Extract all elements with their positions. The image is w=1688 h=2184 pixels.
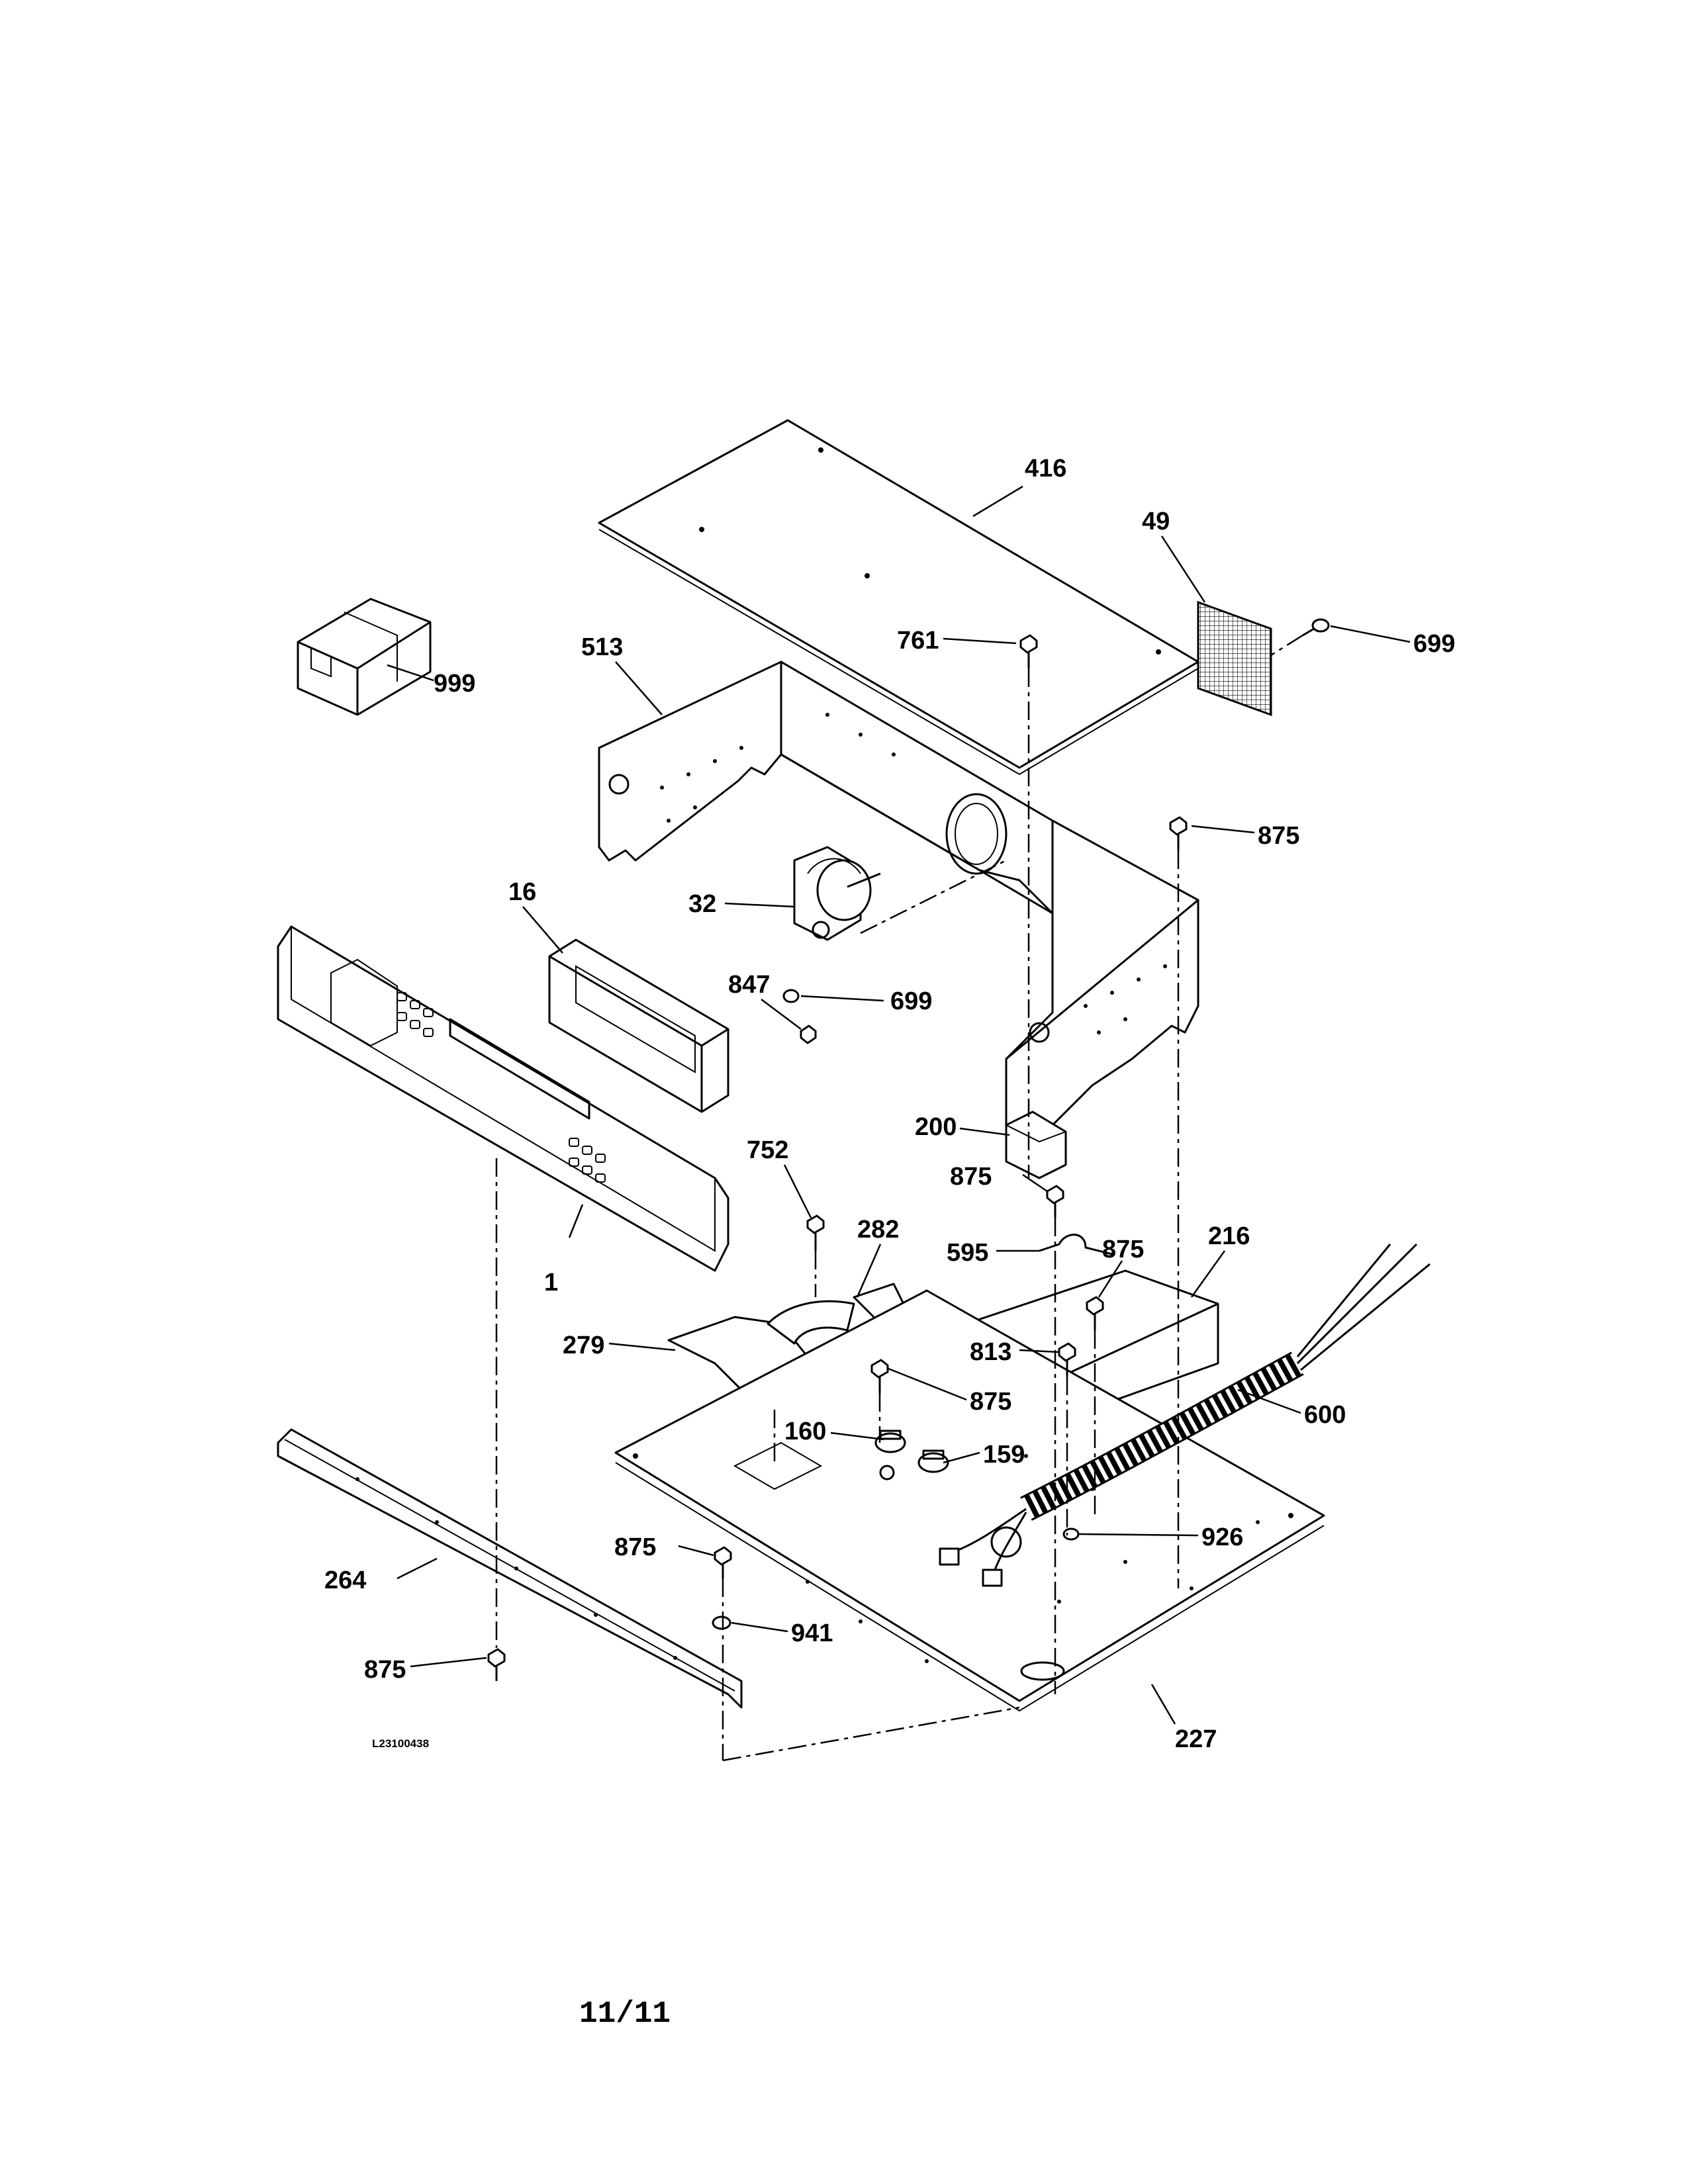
- part-595-clamp: [1039, 1234, 1113, 1255]
- part-227-base-plate: [614, 1289, 1325, 1712]
- part-264-front-rail: [277, 1428, 743, 1709]
- callout-32: 32: [688, 890, 716, 918]
- leader-lines: [387, 485, 1411, 1725]
- callout-875: 875: [1102, 1236, 1144, 1263]
- callout-699: 699: [1413, 630, 1455, 658]
- callout-595: 595: [947, 1239, 988, 1267]
- screw-926-icon: [1062, 1527, 1080, 1541]
- screw-941-icon: [712, 1615, 731, 1630]
- callout-699: 699: [890, 987, 932, 1015]
- part-200-insulation-block: [1005, 1111, 1067, 1179]
- screw-875a-icon: [1169, 816, 1188, 850]
- callout-49: 49: [1142, 508, 1170, 535]
- screw-813-icon: [1058, 1342, 1076, 1377]
- callout-279: 279: [563, 1332, 604, 1359]
- callout-labels: 416 49 699 761 513 999 875 16 32 847 699…: [324, 455, 1455, 1753]
- callout-813: 813: [970, 1338, 1011, 1366]
- part-159-thermostat: [917, 1449, 949, 1473]
- callout-160: 160: [784, 1418, 826, 1445]
- screw-847-icon: [800, 1024, 817, 1044]
- callout-282: 282: [857, 1216, 899, 1244]
- part-16-control-board: [548, 938, 729, 1113]
- callout-416: 416: [1025, 455, 1066, 482]
- screw-699a-icon: [1302, 618, 1330, 637]
- screw-875c-icon: [1086, 1296, 1104, 1330]
- screw-875f-icon: [487, 1648, 506, 1681]
- screw-875e-icon: [714, 1546, 732, 1578]
- alignment-lines: [495, 634, 1303, 1762]
- callout-16: 16: [508, 878, 536, 906]
- screw-875d-icon: [870, 1359, 889, 1393]
- callout-875: 875: [950, 1163, 992, 1191]
- callout-600: 600: [1304, 1401, 1346, 1429]
- callout-216: 216: [1208, 1222, 1250, 1250]
- part-999-kit-box: [297, 598, 432, 716]
- screw-icons: [487, 618, 1330, 1681]
- callout-1: 1: [544, 1269, 558, 1297]
- screw-875b-icon: [1046, 1185, 1064, 1218]
- drawing-code: L23100438: [372, 1737, 429, 1750]
- part-600-conduit-harness: [939, 1243, 1430, 1587]
- callout-926: 926: [1201, 1524, 1243, 1551]
- part-1-control-panel: [277, 925, 729, 1272]
- callout-159: 159: [983, 1441, 1025, 1469]
- screw-761-icon: [1019, 634, 1038, 668]
- callout-264: 264: [324, 1567, 366, 1594]
- screw-752-icon: [806, 1214, 825, 1251]
- callout-875: 875: [1258, 822, 1299, 850]
- page-number: 11/11: [579, 1997, 671, 2031]
- callout-941: 941: [791, 1619, 833, 1647]
- callout-875: 875: [970, 1388, 1011, 1416]
- part-513-housing: [598, 660, 1199, 1140]
- callout-200: 200: [915, 1113, 957, 1141]
- callout-513: 513: [581, 633, 623, 661]
- callout-999: 999: [434, 670, 475, 698]
- part-49-mesh-screen: [1197, 600, 1272, 717]
- screw-699b-icon: [782, 989, 800, 1003]
- callout-752: 752: [747, 1136, 788, 1164]
- callout-875: 875: [614, 1533, 656, 1561]
- callout-761: 761: [897, 627, 939, 655]
- callout-847: 847: [728, 971, 770, 999]
- callout-875: 875: [364, 1656, 406, 1684]
- callout-227: 227: [1175, 1725, 1217, 1753]
- part-32-blower-motor: [793, 846, 881, 941]
- part-160-thermostat: [874, 1430, 906, 1453]
